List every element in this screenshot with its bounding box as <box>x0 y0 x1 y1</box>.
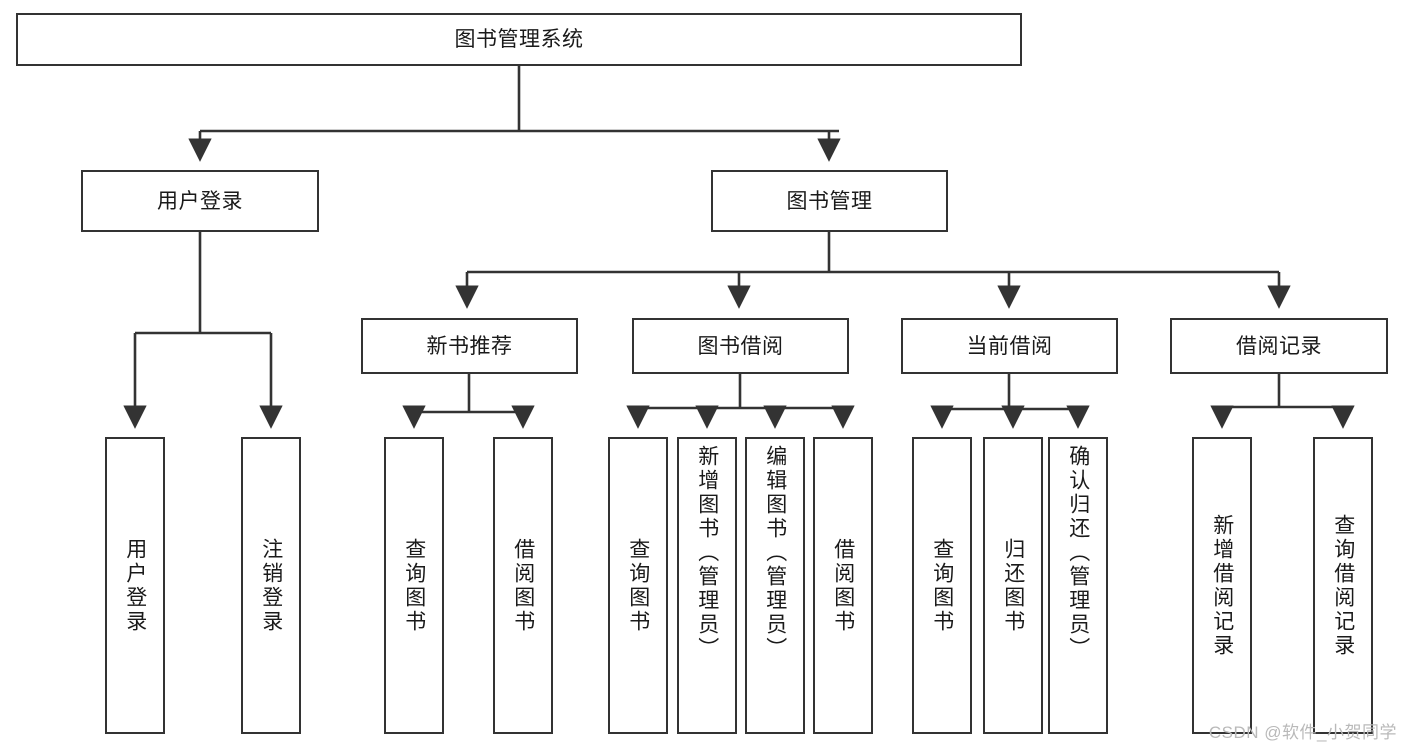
node-user-login[interactable]: 用户登录 <box>81 170 319 232</box>
node-label: 图书管理 <box>786 189 873 213</box>
watermark-text: CSDN @软件_小贺同学 <box>1208 723 1397 742</box>
node-label: 查询图书 <box>626 537 650 634</box>
node-label: 查询借阅记录 <box>1331 513 1355 658</box>
node-label: 确认归还（管理员） <box>1066 445 1090 661</box>
node-new-book-recommend[interactable]: 新书推荐 <box>361 318 578 374</box>
node-label: 新增借阅记录 <box>1210 513 1234 658</box>
node-label: 借阅图书 <box>831 537 855 634</box>
node-label: 借阅记录 <box>1236 334 1322 358</box>
leaf-current-query-book[interactable]: 查询图书 <box>912 437 972 734</box>
node-book-borrow[interactable]: 图书借阅 <box>632 318 849 374</box>
leaf-record-add-borrow-record[interactable]: 新增借阅记录 <box>1192 437 1252 734</box>
node-label: 当前借阅 <box>966 334 1053 358</box>
leaf-user-login-login[interactable]: 用户登录 <box>105 437 165 734</box>
node-label: 用户登录 <box>123 537 147 634</box>
node-label: 借阅图书 <box>511 537 535 634</box>
node-label: 图书管理系统 <box>454 28 584 51</box>
leaf-recommend-borrow-book[interactable]: 借阅图书 <box>493 437 553 734</box>
node-borrow-record[interactable]: 借阅记录 <box>1170 318 1388 374</box>
node-root-book-management-system[interactable]: 图书管理系统 <box>16 13 1022 66</box>
leaf-recommend-query-book[interactable]: 查询图书 <box>384 437 444 734</box>
leaf-borrow-edit-book-admin[interactable]: 编辑图书（管理员） <box>745 437 805 734</box>
leaf-record-query-borrow-record[interactable]: 查询借阅记录 <box>1313 437 1373 734</box>
node-label: 查询图书 <box>930 537 954 634</box>
node-label: 新增图书（管理员） <box>695 445 719 661</box>
node-label: 编辑图书（管理员） <box>763 445 787 661</box>
node-label: 注销登录 <box>259 537 283 634</box>
node-label: 归还图书 <box>1001 537 1025 634</box>
leaf-borrow-add-book-admin[interactable]: 新增图书（管理员） <box>677 437 737 734</box>
leaf-current-confirm-return-admin[interactable]: 确认归还（管理员） <box>1048 437 1108 734</box>
node-book-management[interactable]: 图书管理 <box>711 170 948 232</box>
node-label: 用户登录 <box>157 189 243 213</box>
node-current-borrow[interactable]: 当前借阅 <box>901 318 1118 374</box>
leaf-user-login-logout[interactable]: 注销登录 <box>241 437 301 734</box>
leaf-borrow-borrow-book[interactable]: 借阅图书 <box>813 437 873 734</box>
node-label: 新书推荐 <box>426 334 513 358</box>
node-label: 查询图书 <box>402 537 426 634</box>
node-label: 图书借阅 <box>697 334 784 358</box>
leaf-borrow-query-book[interactable]: 查询图书 <box>608 437 668 734</box>
leaf-current-return-book[interactable]: 归还图书 <box>983 437 1043 734</box>
